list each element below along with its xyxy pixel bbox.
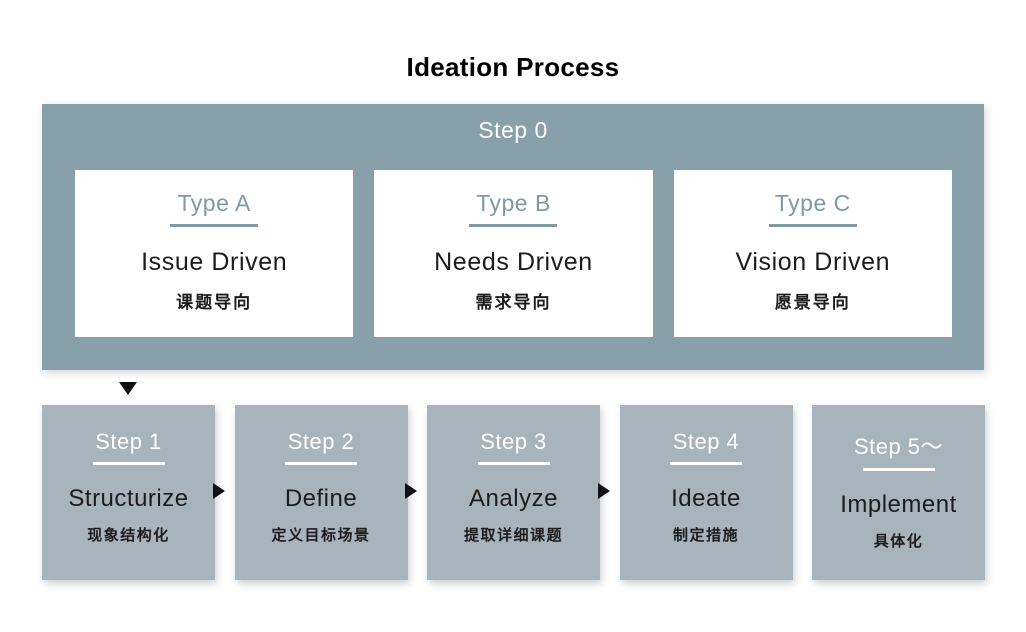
step-3-title: Analyze bbox=[469, 485, 558, 512]
step-2-label: Step 2 bbox=[287, 429, 355, 454]
type-a-label: Type A bbox=[177, 190, 251, 216]
type-b-title: Needs Driven bbox=[434, 248, 593, 276]
step-5-title: Implement bbox=[840, 491, 957, 518]
type-b-label: Type B bbox=[476, 190, 551, 216]
step-5-underline bbox=[862, 468, 935, 471]
step-box-3: Step 3 Analyze 提取详细课题 bbox=[427, 405, 600, 580]
step0-label: Step 0 bbox=[478, 117, 548, 143]
step-1-subtitle: 现象结构化 bbox=[87, 527, 170, 544]
right-arrow-icon-3 bbox=[598, 483, 610, 499]
step-3-subtitle: 提取详细课题 bbox=[463, 527, 563, 544]
down-arrow-icon bbox=[119, 382, 137, 395]
step-box-1: Step 1 Structurize 现象结构化 bbox=[42, 405, 215, 580]
step-box-2: Step 2 Define 定义目标场景 bbox=[234, 405, 408, 580]
page-title: Ideation Process bbox=[406, 52, 620, 82]
step-2-subtitle: 定义目标场景 bbox=[271, 527, 371, 544]
step-5-label: Step 5〜 bbox=[853, 434, 944, 459]
step-4-title: Ideate bbox=[671, 485, 741, 512]
type-b-subtitle: 需求导向 bbox=[475, 293, 552, 312]
step-4-subtitle: 制定措施 bbox=[672, 527, 739, 544]
right-arrow-icon-2 bbox=[405, 483, 417, 499]
type-c-underline bbox=[768, 224, 857, 227]
step-2-title: Define bbox=[284, 485, 358, 512]
step-4-label: Step 4 bbox=[672, 429, 740, 454]
type-a-title: Issue Driven bbox=[141, 248, 288, 276]
step-5-subtitle: 具体化 bbox=[873, 533, 924, 550]
type-c-title: Vision Driven bbox=[735, 248, 891, 276]
type-a-subtitle: 课题导向 bbox=[176, 293, 253, 312]
steps-row: Step 1 Structurize 现象结构化 Step 2 Define 定… bbox=[42, 405, 985, 580]
step-box-4: Step 4 Ideate 制定措施 bbox=[619, 405, 793, 580]
step-1-title: Structurize bbox=[68, 485, 189, 512]
step-3-label: Step 3 bbox=[480, 429, 547, 454]
step-3-underline bbox=[477, 462, 550, 465]
type-card-c: Type C Vision Driven 愿景导向 bbox=[673, 170, 952, 337]
type-card-b: Type B Needs Driven 需求导向 bbox=[374, 170, 653, 337]
right-arrow-icon-1 bbox=[213, 483, 225, 499]
step0-container: Step 0 Type A Issue Driven 课题导向 Type B N… bbox=[42, 104, 984, 370]
type-c-label: Type C bbox=[774, 190, 851, 216]
type-a-underline bbox=[170, 224, 259, 227]
step-box-5: Step 5〜 Implement 具体化 bbox=[812, 405, 985, 580]
step-1-underline bbox=[92, 462, 165, 465]
type-b-underline bbox=[469, 224, 558, 227]
step-2-underline bbox=[285, 462, 357, 465]
type-card-a: Type A Issue Driven 课题导向 bbox=[75, 170, 354, 337]
step-4-underline bbox=[670, 462, 742, 465]
step-1-label: Step 1 bbox=[95, 429, 162, 454]
type-c-subtitle: 愿景导向 bbox=[774, 293, 851, 312]
type-cards-row: Type A Issue Driven 课题导向 Type B Needs Dr… bbox=[75, 170, 952, 337]
